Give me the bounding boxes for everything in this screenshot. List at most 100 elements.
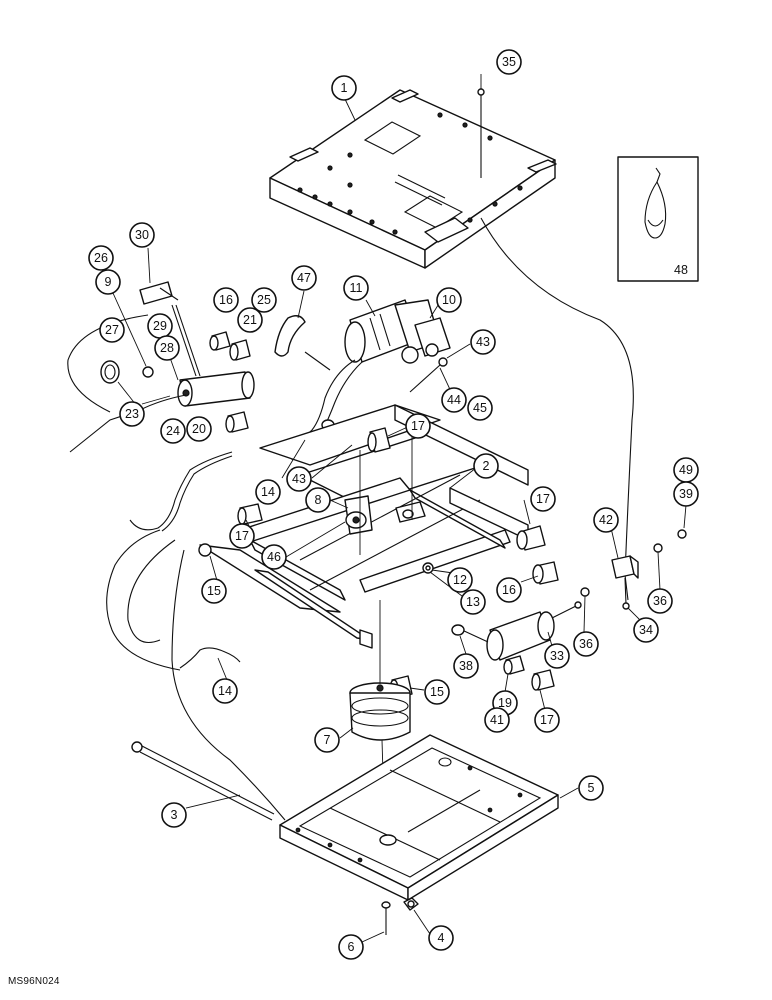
- callout-1: 1: [331, 75, 357, 101]
- callout-20: 20: [186, 416, 212, 442]
- callout-46: 46: [261, 544, 287, 570]
- svg-text:34: 34: [639, 623, 653, 637]
- svg-text:44: 44: [447, 393, 461, 407]
- svg-text:29: 29: [153, 319, 167, 333]
- callout-33: 33: [544, 643, 570, 669]
- callout-9: 9: [95, 269, 121, 295]
- callout-17-d: 17: [534, 707, 560, 733]
- callout-28: 28: [154, 335, 180, 361]
- svg-text:36: 36: [653, 594, 667, 608]
- coiled-harness-upper: [129, 451, 233, 531]
- callout-43-top: 43: [470, 329, 496, 355]
- svg-text:20: 20: [192, 422, 206, 436]
- screw-35: [477, 88, 485, 178]
- callout-14-top: 14: [255, 479, 281, 505]
- svg-text:39: 39: [679, 487, 693, 501]
- bushing-17-lower: [531, 669, 555, 691]
- callout-17-a: 17: [405, 413, 431, 439]
- callout-36-right: 36: [647, 588, 673, 614]
- svg-text:2: 2: [483, 459, 490, 473]
- svg-text:36: 36: [579, 637, 593, 651]
- shaft-tube-15: [198, 543, 373, 649]
- callout-23: 23: [119, 401, 145, 427]
- callout-17-b: 17: [530, 486, 556, 512]
- callout-16-top: 16: [213, 287, 239, 313]
- callout-27: 27: [99, 317, 125, 343]
- svg-text:47: 47: [297, 271, 311, 285]
- callout-15-lower: 15: [424, 679, 450, 705]
- callout-45: 45: [467, 395, 493, 421]
- svg-text:33: 33: [550, 649, 564, 663]
- air-spring-7: [349, 682, 411, 741]
- svg-text:17: 17: [411, 419, 425, 433]
- callout-47: 47: [291, 265, 317, 291]
- hose-47: [274, 315, 306, 357]
- callout-3: 3: [161, 802, 187, 828]
- svg-text:26: 26: [94, 251, 108, 265]
- callout-6: 6: [338, 934, 364, 960]
- shock-absorber-33: [486, 601, 582, 661]
- bracket-42: [611, 555, 639, 610]
- svg-text:11: 11: [350, 281, 363, 295]
- svg-text:17: 17: [540, 713, 554, 727]
- svg-text:43: 43: [476, 335, 490, 349]
- shock-mount-line: [461, 629, 489, 643]
- inset-box-48: 48: [617, 156, 699, 282]
- callout-13: 13: [460, 589, 486, 615]
- rod-3: [131, 741, 275, 821]
- nut-4: [403, 897, 419, 911]
- svg-text:10: 10: [442, 293, 456, 307]
- callout-43-mid: 43: [286, 466, 312, 492]
- callout-44: 44: [441, 387, 467, 413]
- bushing-21: [229, 339, 251, 361]
- svg-text:14: 14: [261, 485, 275, 499]
- callout-14-lower: 14: [212, 678, 238, 704]
- callout-42: 42: [593, 507, 619, 533]
- valve-cylinder: [177, 371, 255, 407]
- washer-36-bottom: [580, 587, 590, 597]
- callout-39: 39: [673, 481, 699, 507]
- svg-text:45: 45: [473, 401, 487, 415]
- callout-5: 5: [578, 775, 604, 801]
- callout-11: 11: [343, 275, 369, 301]
- callout-36-left: 36: [573, 631, 599, 657]
- callout-30: 30: [129, 222, 155, 248]
- callout-4: 4: [428, 925, 454, 951]
- callout-49: 49: [673, 457, 699, 483]
- seat-top-plate: [269, 89, 557, 269]
- svg-text:16: 16: [219, 293, 233, 307]
- svg-text:4: 4: [438, 931, 445, 945]
- nut-39: [677, 529, 687, 539]
- callout-35: 35: [496, 49, 522, 75]
- callout-15-top: 15: [201, 578, 227, 604]
- bushing-17-mid: [516, 525, 546, 551]
- pin-19: [503, 655, 525, 675]
- bolt-43: [409, 357, 448, 393]
- lever-rod-2: [175, 304, 201, 377]
- svg-text:23: 23: [125, 407, 139, 421]
- svg-text:30: 30: [135, 228, 149, 242]
- svg-text:9: 9: [105, 275, 112, 289]
- svg-text:43: 43: [292, 472, 306, 486]
- svg-text:28: 28: [160, 341, 174, 355]
- svg-text:12: 12: [453, 573, 467, 587]
- svg-text:8: 8: [315, 493, 322, 507]
- callout-21: 21: [237, 307, 263, 333]
- coiled-harness-loop: [106, 529, 181, 671]
- callout-2: 2: [473, 453, 499, 479]
- harness-drop: [171, 549, 286, 821]
- svg-text:38: 38: [459, 659, 473, 673]
- callout-26: 26: [88, 245, 114, 271]
- callout-24: 24: [160, 418, 186, 444]
- lever-rod: [171, 304, 197, 377]
- callout-16-mid: 16: [496, 577, 522, 603]
- svg-text:16: 16: [502, 583, 516, 597]
- svg-text:1: 1: [341, 81, 348, 95]
- svg-text:15: 15: [207, 584, 221, 598]
- bushing-20: [225, 411, 249, 433]
- inset-label: 48: [674, 263, 688, 277]
- svg-text:42: 42: [599, 513, 613, 527]
- svg-text:27: 27: [105, 323, 119, 337]
- callout-17-c: 17: [229, 523, 255, 549]
